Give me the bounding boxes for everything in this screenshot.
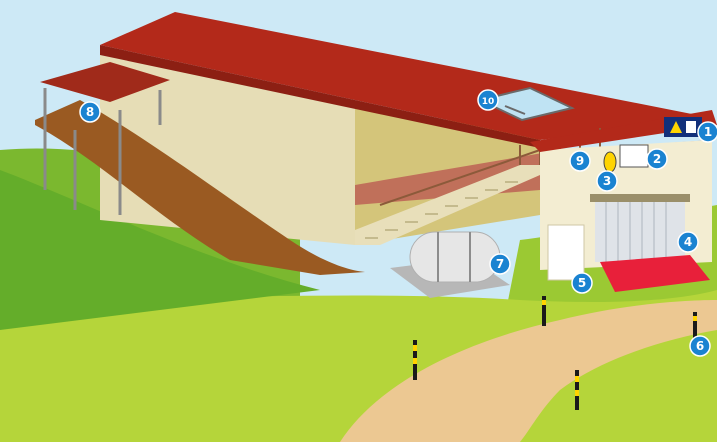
marker-label: 10 <box>482 97 495 107</box>
marker-8: 8 <box>80 102 100 122</box>
marker-10: 10 <box>478 90 498 110</box>
sign-board <box>664 117 702 137</box>
marker-7: 7 <box>490 254 510 274</box>
marker-label: 3 <box>603 174 611 188</box>
marker-6: 6 <box>690 336 710 356</box>
door-header <box>590 194 690 202</box>
marker-9: 9 <box>570 151 590 171</box>
sliding-door <box>595 200 685 262</box>
notice-panel-icon <box>686 121 696 133</box>
marker-4: 4 <box>678 232 698 252</box>
generator-unit <box>620 145 648 167</box>
marker-label: 6 <box>696 339 704 353</box>
marker-label: 1 <box>704 125 712 139</box>
marker-5: 5 <box>572 273 592 293</box>
side-door <box>548 225 584 280</box>
marker-label: 8 <box>86 105 94 119</box>
marker-label: 4 <box>684 235 692 249</box>
marker-3: 3 <box>597 171 617 191</box>
fuel-tank <box>410 232 500 282</box>
marker-1: 1 <box>698 122 717 142</box>
marker-2: 2 <box>647 149 667 169</box>
marker-label: 7 <box>496 257 504 271</box>
gas-bottle <box>604 152 616 172</box>
marker-label: 2 <box>653 152 661 166</box>
marker-label: 9 <box>576 154 584 168</box>
marker-label: 5 <box>578 276 586 290</box>
